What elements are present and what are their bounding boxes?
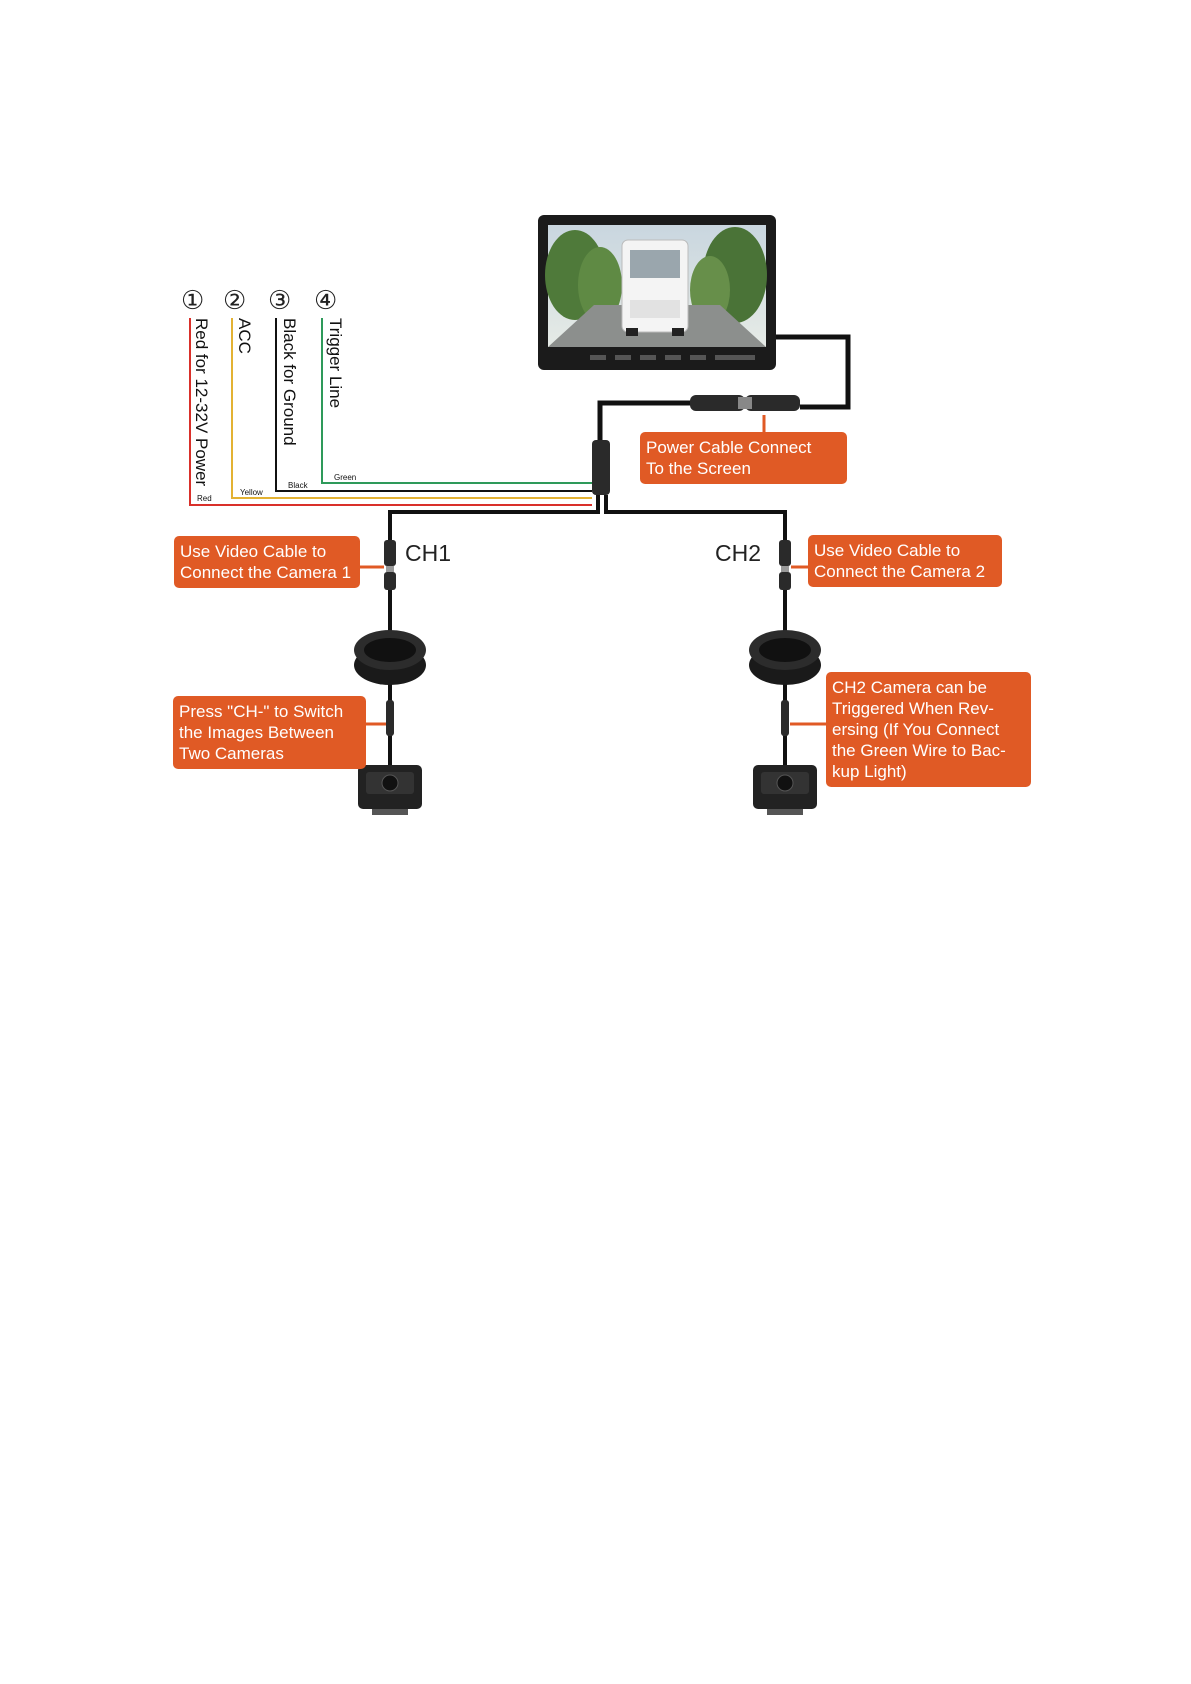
wire-label-ground: Black for Ground — [279, 318, 299, 446]
callout-switch-cameras: Press "CH-" to Switch the Images Between… — [173, 696, 366, 769]
callout-trigger-line-2: Triggered When Rev- — [832, 698, 1025, 719]
wire-tag-green: Green — [334, 473, 356, 482]
ch2-label: CH2 — [715, 540, 761, 567]
wire-label-red: Red for 12-32V Power — [191, 318, 211, 486]
ch1-connector-icon — [384, 540, 396, 590]
callout-trigger-line-3: ersing (If You Connect — [832, 719, 1025, 740]
wire-tag-yellow: Yellow — [240, 488, 263, 497]
callout-trigger-line-5: kup Light) — [832, 761, 1025, 782]
callout-power-line-1: Power Cable Connect — [646, 437, 841, 458]
wire-number-3: ③ — [268, 286, 291, 316]
cable-coil-2-icon — [749, 630, 821, 685]
wire-label-trigger: Trigger Line — [325, 318, 345, 408]
ch1-label: CH1 — [405, 540, 451, 567]
callout-trigger-line-1: CH2 Camera can be — [832, 677, 1025, 698]
camera-1-icon — [358, 765, 422, 815]
callout-cam2-line-2: Connect the Camera 2 — [814, 561, 996, 582]
ch2-connector-icon — [779, 540, 791, 590]
callout-switch-line-1: Press "CH-" to Switch — [179, 701, 360, 722]
wire-tag-black: Black — [288, 481, 308, 490]
cable-coil-1-icon — [354, 630, 426, 685]
callout-power-line-2: To the Screen — [646, 458, 841, 479]
callout-cam2-line-1: Use Video Cable to — [814, 540, 996, 561]
callout-ch2-trigger: CH2 Camera can be Triggered When Rev- er… — [826, 672, 1031, 787]
callout-camera-1: Use Video Cable to Connect the Camera 1 — [174, 536, 360, 588]
callout-cam1-line-2: Connect the Camera 1 — [180, 562, 354, 583]
callout-camera-2: Use Video Cable to Connect the Camera 2 — [808, 535, 1002, 587]
wire-number-2: ② — [223, 286, 246, 316]
camera-2-icon — [753, 765, 817, 815]
wire-tag-red: Red — [197, 494, 212, 503]
callout-trigger-line-4: the Green Wire to Bac- — [832, 740, 1025, 761]
splitter-icon — [592, 440, 610, 495]
callout-power-cable: Power Cable Connect To the Screen — [640, 432, 847, 484]
wire-label-acc: ACC — [234, 318, 254, 354]
wire-number-1: ① — [181, 286, 204, 316]
wire-number-4: ④ — [314, 286, 337, 316]
callout-switch-line-2: the Images Between — [179, 722, 360, 743]
power-connector-icon — [690, 395, 800, 411]
callout-cam1-line-1: Use Video Cable to — [180, 541, 354, 562]
video-cables — [390, 495, 785, 765]
monitor-icon — [538, 215, 776, 370]
callout-switch-line-3: Two Cameras — [179, 743, 360, 764]
